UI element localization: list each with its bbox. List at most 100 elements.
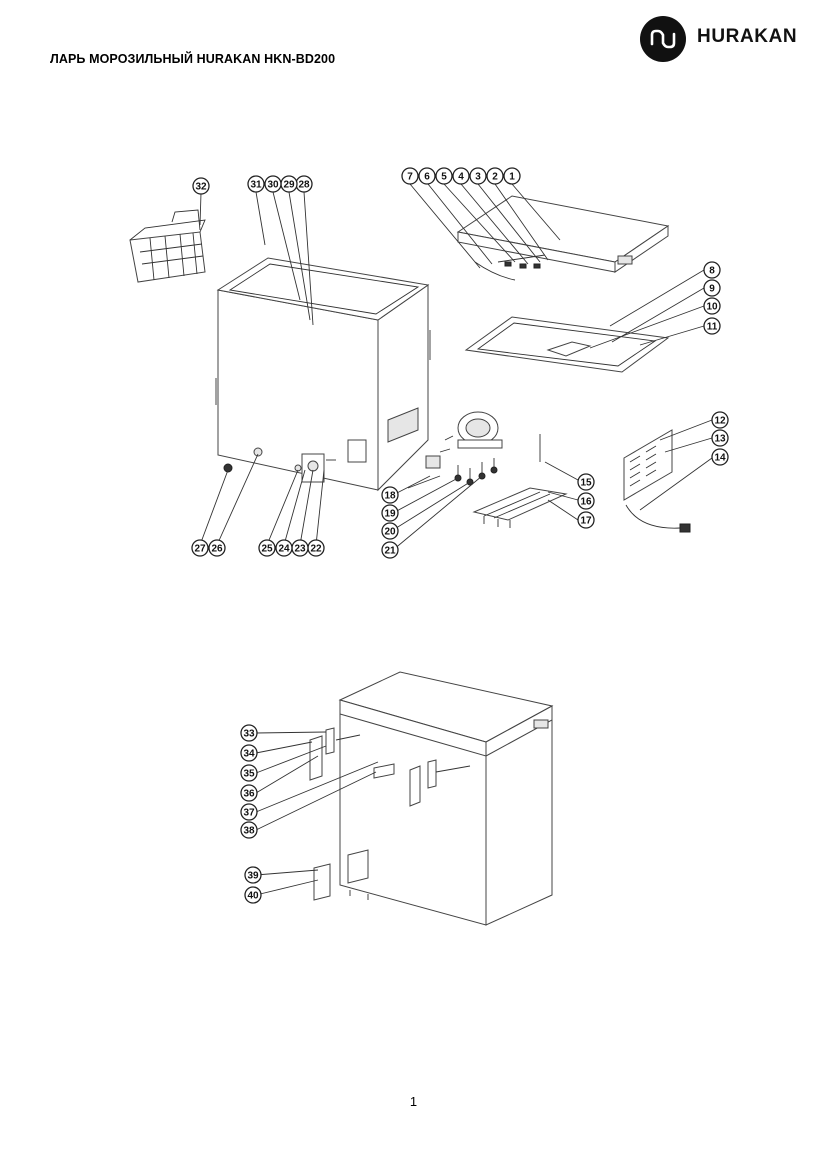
basket-part [129, 209, 206, 283]
callout-23-text: 23 [294, 544, 306, 555]
callout-5-text: 5 [441, 172, 447, 183]
callout-34-text: 34 [243, 749, 255, 760]
callout-13-text: 13 [714, 434, 726, 445]
callout-18-text: 18 [384, 491, 396, 502]
callout-8-text: 8 [709, 266, 715, 277]
page-number: 1 [409, 1094, 418, 1109]
callout-24: 24 [275, 539, 293, 557]
callout-15-text: 15 [580, 478, 592, 489]
callout-labels: 1 2 3 4 5 6 7 8 9 10 11 12 13 14 15 16 1… [191, 167, 729, 559]
callout-38-text: 38 [243, 826, 255, 837]
callout-32: 32 [192, 177, 210, 195]
callout-14: 14 [711, 448, 729, 466]
mounting-plate-part [472, 487, 568, 528]
brand-logo: HURAKAN [640, 16, 820, 62]
callout-40-text: 40 [247, 891, 259, 902]
hardware-parts [407, 458, 498, 489]
callout-2-text: 2 [492, 172, 498, 183]
callout-17-text: 17 [580, 516, 592, 527]
callout-6: 6 [418, 167, 436, 185]
callout-21: 21 [381, 541, 399, 559]
cabinet-body-part [215, 257, 431, 492]
callout-19-text: 19 [384, 509, 396, 520]
callout-35: 35 [240, 764, 258, 782]
logo-mark-icon [640, 16, 686, 62]
assembled-freezer-diagram [309, 671, 554, 926]
callout-14-text: 14 [714, 453, 726, 464]
callout-39: 39 [244, 866, 262, 884]
callout-30-text: 30 [267, 180, 279, 191]
callout-28: 28 [295, 175, 313, 193]
compressor-part [425, 411, 503, 469]
callout-25: 25 [258, 539, 276, 557]
callout-9-text: 9 [709, 284, 715, 295]
callout-16: 16 [577, 492, 595, 510]
callout-37: 37 [240, 803, 258, 821]
lid-part [456, 195, 670, 281]
callout-16-text: 16 [580, 497, 592, 508]
callout-11: 11 [703, 317, 721, 335]
callout-labels-2: 33 34 35 36 37 38 39 40 [240, 724, 262, 904]
callout-18: 18 [381, 486, 399, 504]
callout-10-text: 10 [706, 302, 718, 313]
callout-33: 33 [240, 724, 258, 742]
condenser-cover-part [623, 429, 691, 533]
callout-23: 23 [291, 539, 309, 557]
callout-1: 1 [503, 167, 521, 185]
callout-6-text: 6 [424, 172, 430, 183]
callout-3-text: 3 [475, 172, 481, 183]
callout-7-text: 7 [407, 172, 413, 183]
callout-7: 7 [401, 167, 419, 185]
gasket-part [464, 316, 670, 373]
callout-3: 3 [469, 167, 487, 185]
callout-38: 38 [240, 821, 258, 839]
callout-22-text: 22 [310, 544, 322, 555]
callout-1-text: 1 [509, 172, 515, 183]
callout-5: 5 [435, 167, 453, 185]
callout-19: 19 [381, 504, 399, 522]
callout-29-text: 29 [283, 180, 295, 191]
callout-27: 27 [191, 539, 209, 557]
callout-21-text: 21 [384, 546, 396, 557]
callout-8: 8 [703, 261, 721, 279]
callout-24-text: 24 [278, 544, 290, 555]
callout-32-text: 32 [195, 182, 207, 193]
callout-12: 12 [711, 411, 729, 429]
callout-22: 22 [307, 539, 325, 557]
callout-33-text: 33 [243, 729, 255, 740]
callout-37-text: 37 [243, 808, 255, 819]
callout-17: 17 [577, 511, 595, 529]
callout-12-text: 12 [714, 416, 726, 427]
callout-15: 15 [577, 473, 595, 491]
callout-36: 36 [240, 784, 258, 802]
callout-11-text: 11 [707, 322, 718, 333]
callout-39-text: 39 [247, 871, 259, 882]
callout-13: 13 [711, 429, 729, 447]
callout-35-text: 35 [243, 769, 255, 780]
callout-31: 31 [247, 175, 265, 193]
callout-20-text: 20 [384, 527, 396, 538]
callout-20: 20 [381, 522, 399, 540]
callout-30: 30 [264, 175, 282, 193]
callout-4-text: 4 [458, 172, 464, 183]
callout-36-text: 36 [243, 789, 255, 800]
leader-lines-2 [255, 731, 379, 896]
control-panel-part [223, 447, 336, 483]
callout-31-text: 31 [250, 180, 262, 191]
page-title: ЛАРЬ МОРОЗИЛЬНЫЙ HURAKAN HKN-BD200 [50, 52, 336, 66]
callout-34: 34 [240, 744, 258, 762]
brand-name: HURAKAN [697, 26, 798, 47]
callout-9: 9 [703, 279, 721, 297]
callout-28-text: 28 [298, 180, 310, 191]
callout-26-text: 26 [211, 544, 223, 555]
callout-10: 10 [703, 297, 721, 315]
callout-27-text: 27 [194, 544, 206, 555]
callout-40: 40 [244, 886, 262, 904]
callout-2: 2 [486, 167, 504, 185]
leader-lines [199, 183, 713, 551]
callout-26: 26 [208, 539, 226, 557]
callout-4: 4 [452, 167, 470, 185]
callout-29: 29 [280, 175, 298, 193]
callout-25-text: 25 [261, 544, 273, 555]
